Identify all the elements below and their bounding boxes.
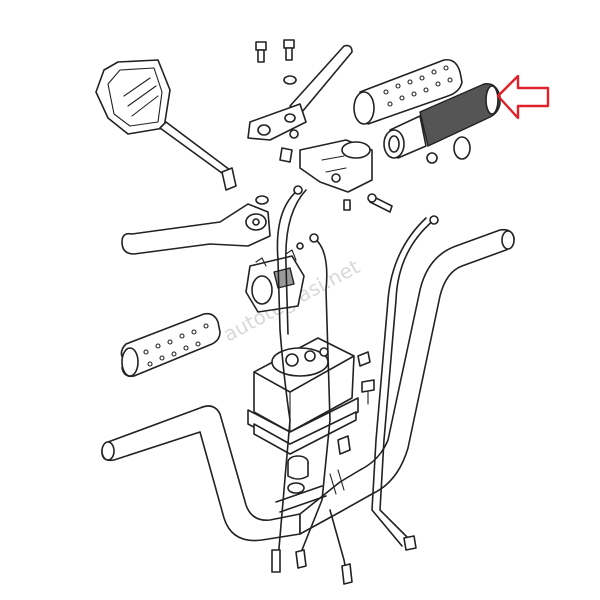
- throttle-cable: [379, 219, 435, 541]
- switch-housing: [245, 249, 305, 313]
- right-grip: [353, 58, 463, 125]
- throttle-tube: [383, 83, 501, 164]
- left-grip: [120, 312, 221, 378]
- cables: [271, 185, 439, 585]
- handlebar: [101, 228, 515, 542]
- mirror: [95, 59, 237, 191]
- speedometer: [247, 337, 375, 494]
- brake-lever: [121, 195, 271, 255]
- top-bolts: [255, 39, 297, 85]
- arrow-left-icon: [496, 74, 550, 120]
- highlight-arrow: [496, 74, 550, 120]
- housing-bolts: [343, 193, 393, 367]
- throttle-housing: [279, 139, 373, 193]
- clutch-lever: [247, 44, 353, 141]
- clutch-cable: [276, 189, 299, 561]
- speedometer-cable: [297, 237, 331, 561]
